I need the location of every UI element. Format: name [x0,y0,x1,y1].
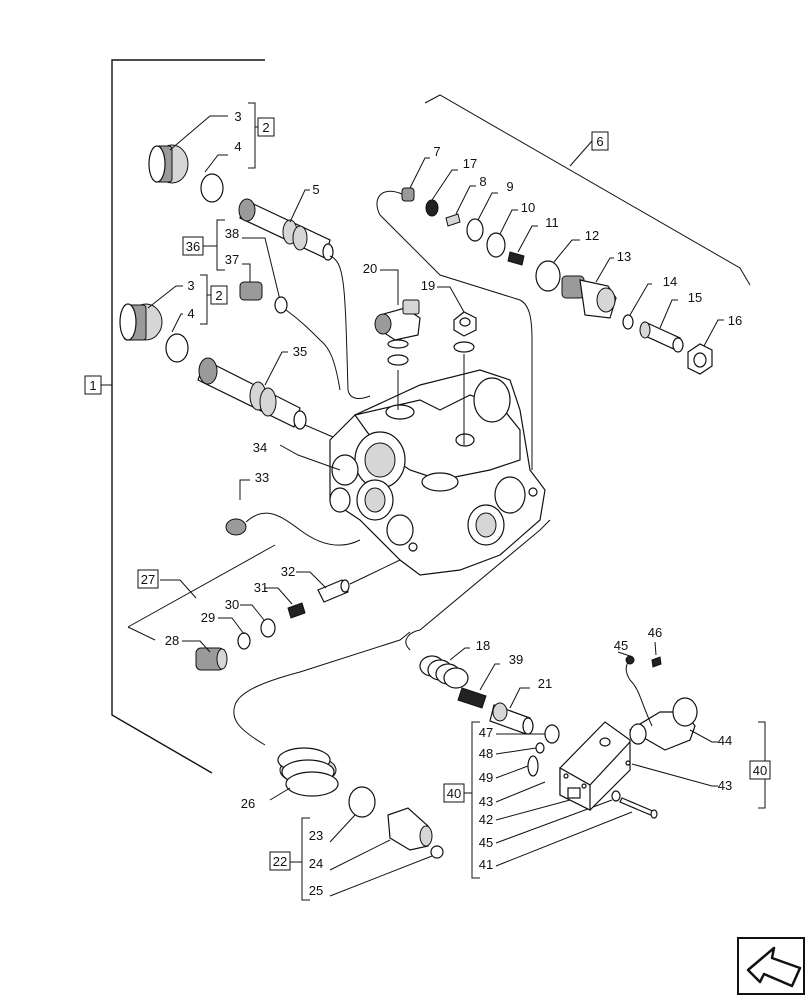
callout-41: 41 [479,857,493,872]
plug-upper: 3 4 2 [148,102,275,203]
callout-20: 20 [363,261,377,276]
callout-34: 34 [253,440,267,455]
callout-18: 18 [476,638,490,653]
callout-19: 19 [421,278,435,293]
callout-43-left: 43 [479,794,493,809]
plug-lower: 3 4 2 [119,274,228,363]
callout-24: 24 [309,856,323,871]
nav-arrow-button[interactable] [737,937,805,995]
callout-44: 44 [718,733,732,748]
callout-16: 16 [728,313,742,328]
group-22: 22 23 24 25 [269,786,444,901]
callout-42: 42 [479,812,493,827]
callout-15: 15 [688,290,702,305]
callout-26: 26 [241,796,255,811]
callout-3-upper: 3 [234,109,241,124]
spring-26: 26 [233,631,411,811]
group-36: 36 38 37 [182,219,341,391]
callout-31: 31 [254,580,268,595]
callout-7: 7 [433,144,440,159]
callout-37: 37 [225,252,239,267]
callout-23: 23 [309,828,323,843]
callout-4-lower: 4 [187,306,194,321]
group-40: 40 40 47 48 49 43 42 45 41 [443,625,771,879]
callout-36: 36 [186,239,200,254]
callout-29: 29 [201,610,215,625]
callout-4-upper: 4 [234,139,241,154]
callout-39: 39 [509,652,523,667]
callout-2-lower: 2 [215,288,222,303]
callout-8: 8 [479,174,486,189]
callout-3-lower: 3 [187,278,194,293]
callout-35: 35 [293,344,307,359]
callout-47: 47 [479,725,493,740]
group-6-bracket: 6 [424,94,751,286]
callout-13: 13 [617,249,631,264]
callout-9: 9 [506,179,513,194]
callout-22: 22 [273,854,287,869]
callout-21: 21 [538,676,552,691]
callout-40-left: 40 [447,786,461,801]
callout-6: 6 [596,134,603,149]
plug-33: 33 [225,470,361,546]
arrow-left-icon[interactable] [746,946,802,988]
group-27: 27 28 29 30 31 32 [127,544,401,671]
callout-38: 38 [225,226,239,241]
callout-45-lower: 45 [479,835,493,850]
callout-28: 28 [165,633,179,648]
callout-11: 11 [545,215,559,230]
callout-2-upper: 2 [262,120,269,135]
callout-1: 1 [89,378,96,393]
callout-25: 25 [309,883,323,898]
callout-45-upper: 45 [614,638,628,653]
fitting-20: 20 [363,261,421,410]
callout-17: 17 [463,156,477,171]
callout-33: 33 [255,470,269,485]
callout-27: 27 [141,572,155,587]
group-6-parts: 7 17 8 9 10 11 12 13 14 15 [376,144,742,470]
callout-14: 14 [663,274,677,289]
callout-12: 12 [585,228,599,243]
spool-5: 5 [238,182,371,399]
spring-group-18-21: 18 39 21 [405,519,552,735]
callout-46: 46 [648,625,662,640]
callout-30: 30 [225,597,239,612]
fitting-19: 19 [421,278,477,445]
callout-43-right: 43 [718,778,732,793]
callout-5: 5 [312,182,319,197]
callout-32: 32 [281,564,295,579]
spool-35: 35 [197,344,341,441]
callout-48: 48 [479,746,493,761]
callout-40-right: 40 [753,763,767,778]
callout-10: 10 [521,200,535,215]
callout-49: 49 [479,770,493,785]
valve-body: 34 [253,369,546,576]
assembly-bracket-1: 1 [84,59,265,774]
